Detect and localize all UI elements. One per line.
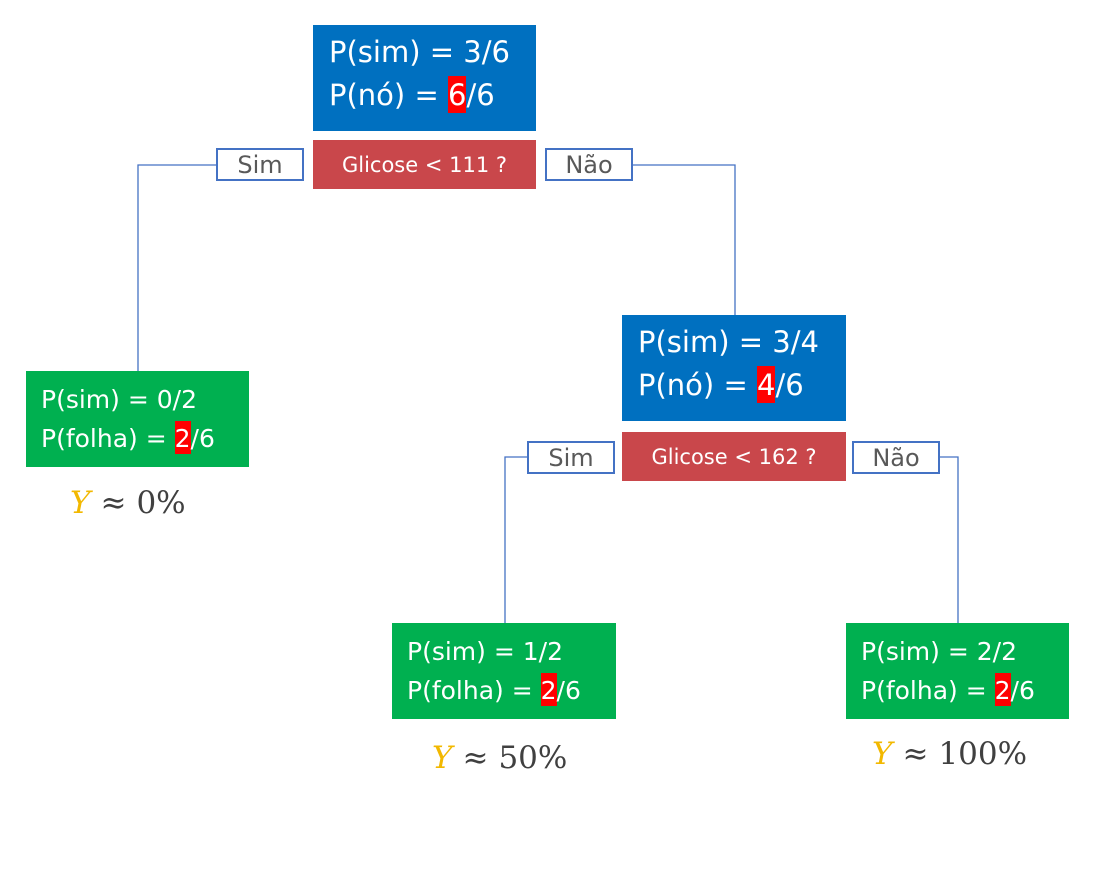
root-p-node-suffix: /6 [466,78,495,112]
leaf-p-leaf-prefix: P(folha) = [407,676,541,705]
prediction-value: 0% [136,485,186,521]
prediction-var: Y [872,736,893,772]
prediction-left: Y≈0% [70,485,186,521]
inner-yes-label: Sim [527,441,615,474]
connector-root-yes [137,164,216,371]
prediction-middle: Y≈50% [432,740,567,776]
connector-inner-no [940,456,959,623]
prediction-var: Y [432,740,453,776]
connector-inner-yes [504,456,527,623]
prediction-right: Y≈100% [872,736,1027,772]
root-condition: Glicose < 111 ? [313,140,536,189]
leaf-node-middle: P(sim) = 1/2 P(folha) = 2/6 [392,623,616,719]
leaf-p-yes: P(sim) = 2/2 [861,637,1017,666]
leaf-node-right: P(sim) = 2/2 P(folha) = 2/6 [846,623,1069,719]
leaf-p-leaf: P(folha) = 2/6 [41,419,249,458]
leaf-p-leaf-highlight: 2 [174,421,191,454]
leaf-p-leaf-highlight: 2 [540,673,557,706]
leaf-p-leaf-highlight: 2 [994,673,1011,706]
leaf-p-leaf-suffix: /6 [190,424,215,453]
leaf-node-left: P(sim) = 0/2 P(folha) = 2/6 [26,371,249,467]
inner-p-node-suffix: /6 [775,368,804,402]
leaf-p-leaf-suffix: /6 [1010,676,1035,705]
root-node: P(sim) = 3/6 P(nó) = 6/6 [313,25,536,131]
leaf-p-leaf-suffix: /6 [556,676,581,705]
prediction-value: 50% [498,740,568,776]
inner-no-label: Não [852,441,940,474]
root-yes-label: Sim [216,148,304,181]
inner-condition: Glicose < 162 ? [622,432,846,481]
inner-node: P(sim) = 3/4 P(nó) = 4/6 [622,315,846,421]
root-p-node-highlight: 6 [447,76,467,113]
leaf-p-leaf-prefix: P(folha) = [861,676,995,705]
root-p-node: P(nó) = 6/6 [329,74,536,117]
leaf-p-yes: P(sim) = 0/2 [41,385,197,414]
prediction-var: Y [70,485,91,521]
inner-p-node-prefix: P(nó) = [638,368,757,402]
root-p-yes: P(sim) = 3/6 [329,35,510,69]
leaf-p-leaf: P(folha) = 2/6 [407,671,616,710]
approx-symbol: ≈ [462,740,489,776]
prediction-value: 100% [938,736,1028,772]
root-p-node-prefix: P(nó) = [329,78,448,112]
leaf-p-leaf-prefix: P(folha) = [41,424,175,453]
approx-symbol: ≈ [100,485,127,521]
inner-p-yes: P(sim) = 3/4 [638,325,819,359]
leaf-p-yes: P(sim) = 1/2 [407,637,563,666]
approx-symbol: ≈ [902,736,929,772]
leaf-p-leaf: P(folha) = 2/6 [861,671,1069,710]
inner-p-node: P(nó) = 4/6 [638,364,846,407]
root-no-label: Não [545,148,633,181]
connector-root-no [633,164,736,315]
inner-p-node-highlight: 4 [756,366,776,403]
